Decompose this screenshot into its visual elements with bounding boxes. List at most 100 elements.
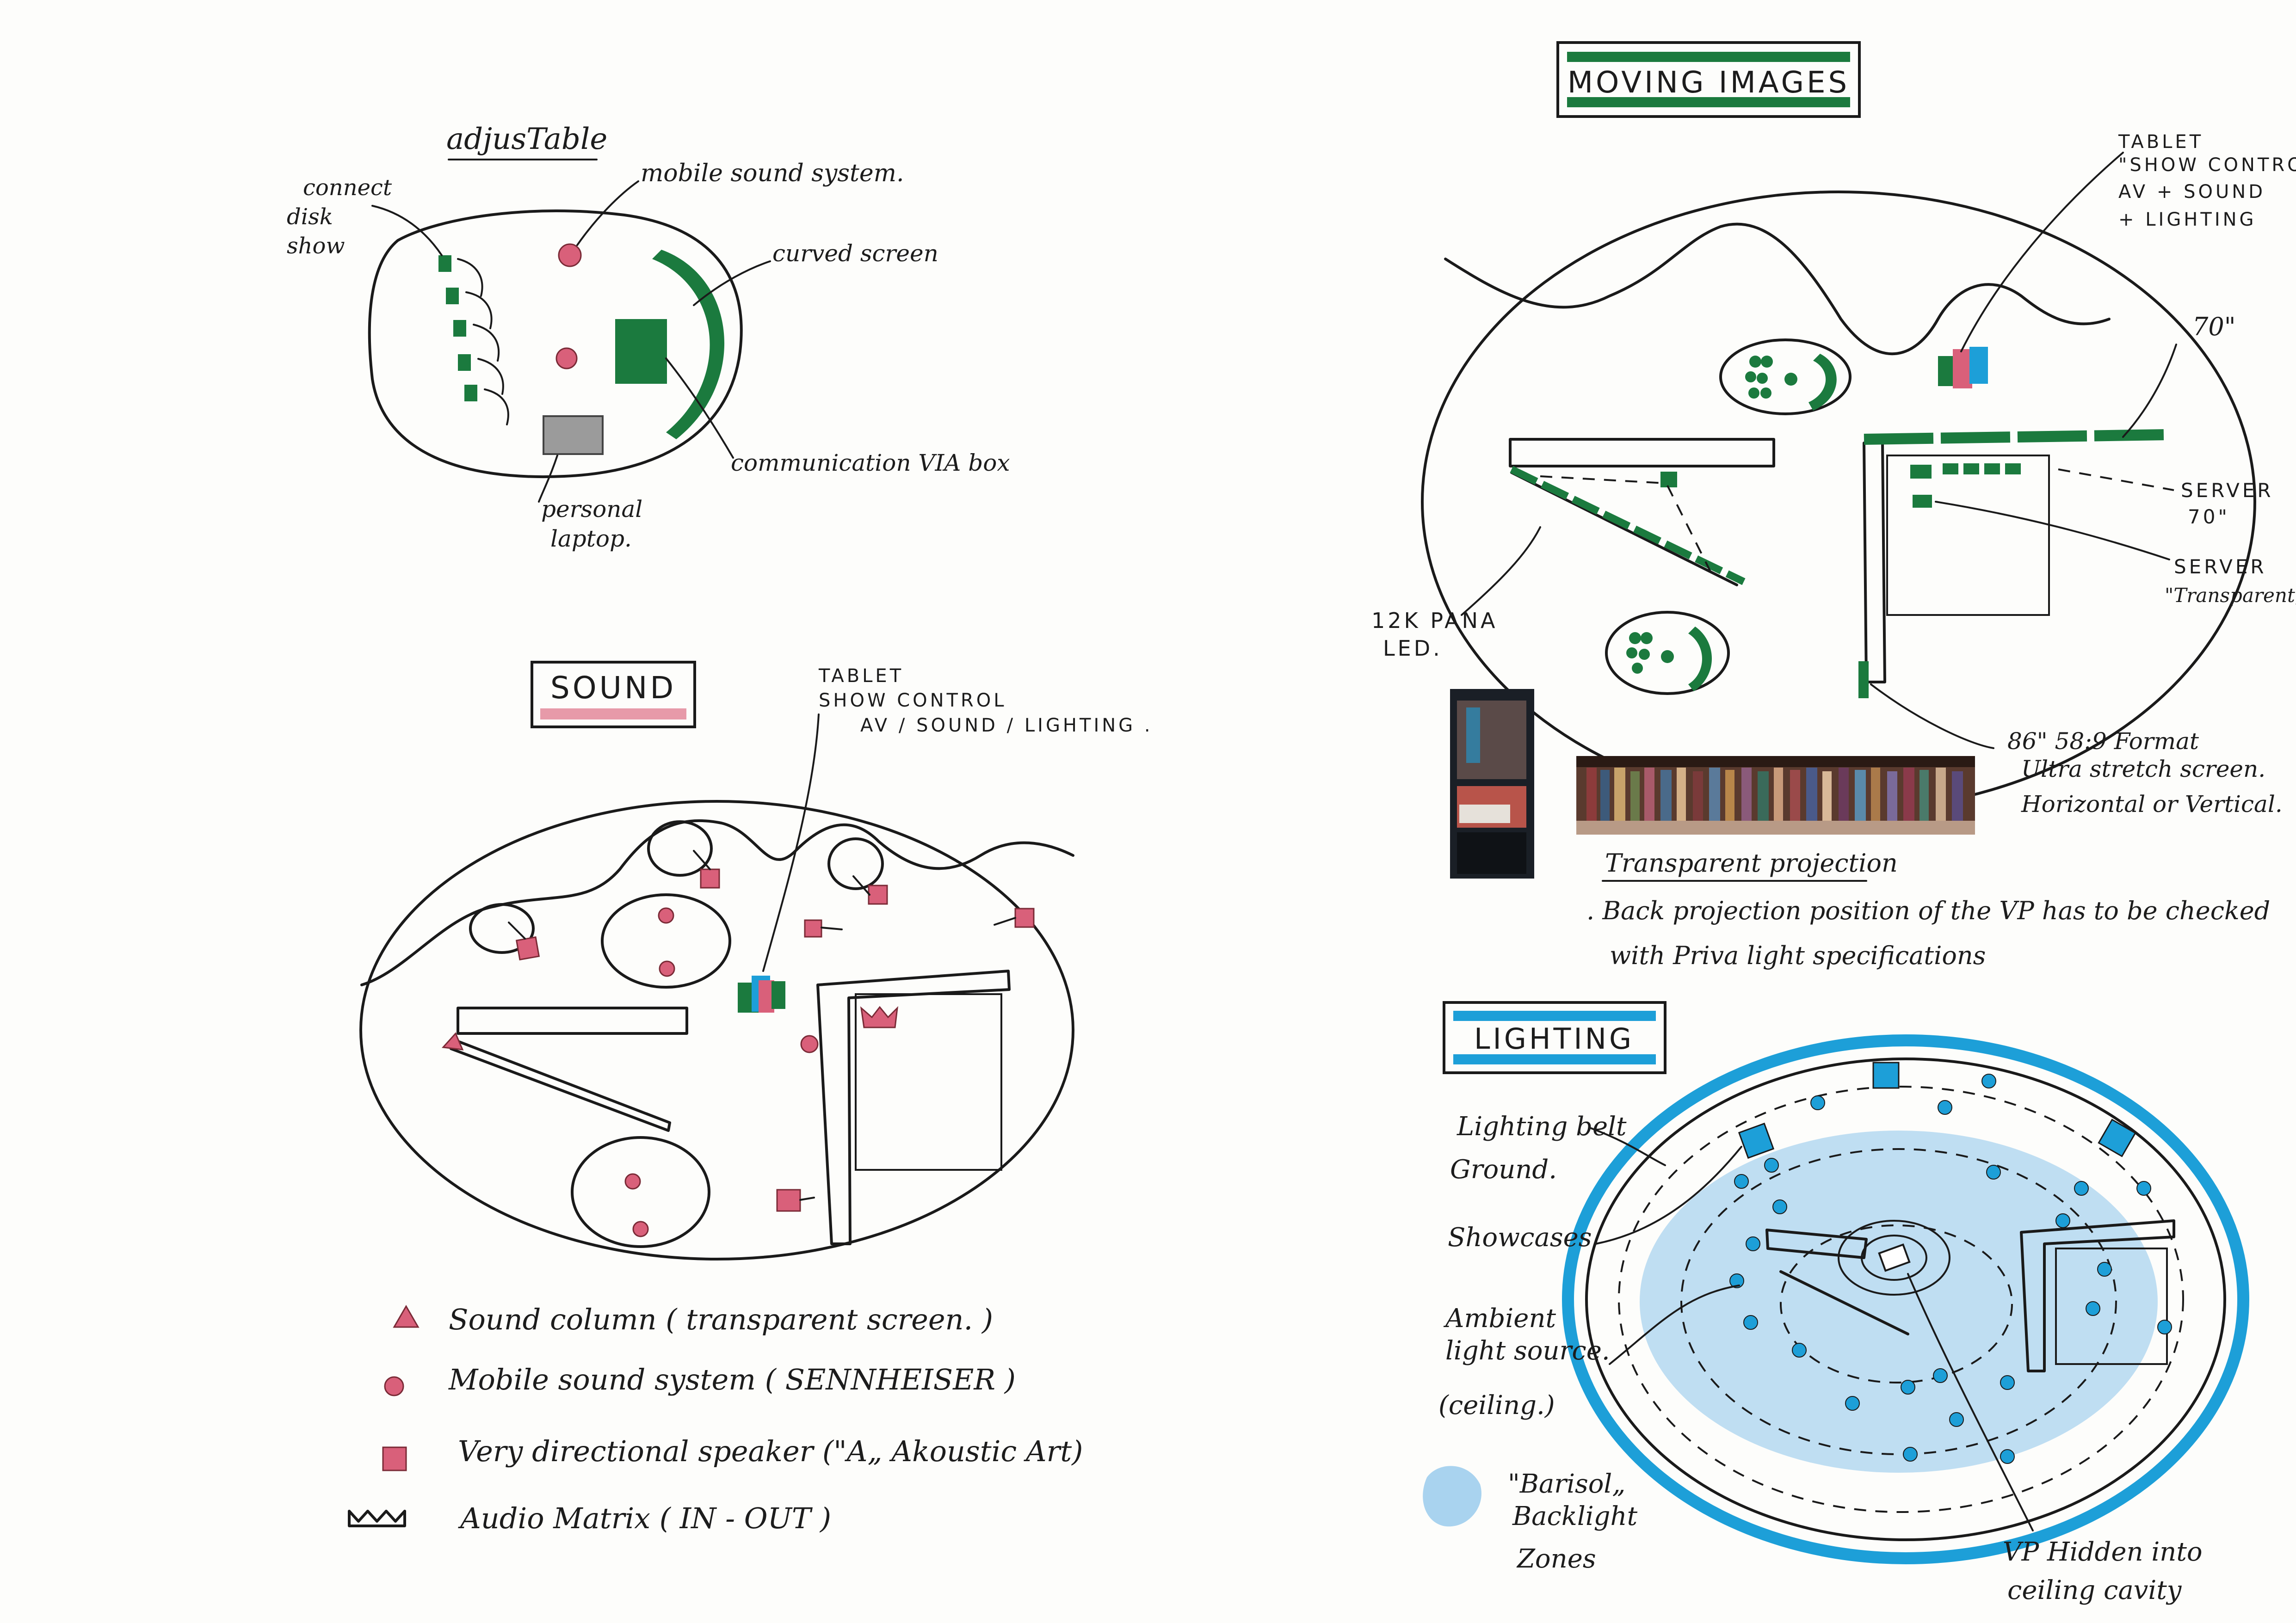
device-a2 xyxy=(1761,356,1773,368)
led-leader xyxy=(1461,526,1541,616)
connect-label-1: connect xyxy=(303,175,392,201)
sound-mobile-point-3 xyxy=(624,1173,641,1190)
book-11 xyxy=(1741,768,1752,821)
light-dot-12 xyxy=(2097,1262,2112,1277)
legend-mobile-sound: Mobile sound system ( SENNHEISER ) xyxy=(448,1363,1016,1396)
sound-title: SOUND xyxy=(550,670,676,706)
book-14 xyxy=(1790,770,1800,821)
light-dot-18 xyxy=(1933,1368,1948,1383)
server-70-main xyxy=(1910,465,1932,479)
sound-inner-room xyxy=(855,993,1002,1171)
book-12 xyxy=(1758,771,1769,821)
stretch-label-1: 86" 58:9 Format xyxy=(2007,728,2199,755)
device-b6 xyxy=(1661,650,1674,663)
light-dot-4 xyxy=(1764,1158,1779,1173)
lighting-section: LIGHTING xyxy=(1423,1001,2249,1605)
lighting-belt-ring xyxy=(1562,1034,2249,1564)
disk-signal-arcs xyxy=(457,258,509,425)
moving-tablet-label-4: + LIGHTING xyxy=(2118,209,2257,230)
book-24 xyxy=(1952,771,1963,821)
disk-device-3 xyxy=(453,320,466,337)
barisol-backlight-zone xyxy=(1640,1131,2158,1473)
moving-tablet-leader xyxy=(1960,152,2124,352)
light-dot-22 xyxy=(1845,1396,1860,1411)
light-dot-10 xyxy=(2055,1213,2070,1228)
ambient-light-dots xyxy=(1729,1074,2172,1464)
moving-tablet-pink xyxy=(1953,349,1972,388)
light-dot-3 xyxy=(1938,1100,1952,1115)
legend-audio-matrix: Audio Matrix ( IN - OUT ) xyxy=(458,1501,831,1535)
sound-tablet-leader xyxy=(762,713,820,972)
leader-connect xyxy=(371,205,443,256)
sound-l-screen xyxy=(816,970,1011,1245)
photo-books-shelf-top xyxy=(1576,756,1975,767)
adjustable-outline xyxy=(368,209,743,479)
moving-showcase-bottom-screen xyxy=(1688,627,1712,691)
book-18 xyxy=(1855,770,1866,821)
lighting-title-bar-top xyxy=(1453,1011,1656,1021)
light-dot-21 xyxy=(1949,1412,1964,1427)
photo-vertical-table xyxy=(1459,805,1510,823)
moving-title-bar-top xyxy=(1567,52,1850,62)
legend-directional-speaker: Very directional speaker ("A„ Akoustic A… xyxy=(458,1434,1083,1468)
moving-showcase-bottom xyxy=(1605,611,1730,695)
sound-tablet-label-3: AV / SOUND / LIGHTING . xyxy=(860,715,1153,736)
mobile-sound-label: mobile sound system. xyxy=(641,160,904,187)
sound-mobile-points xyxy=(624,907,819,1237)
sound-mobile-point-1 xyxy=(658,907,674,924)
moving-title-bar-bottom xyxy=(1567,97,1850,107)
showcase-fixture-left xyxy=(1738,1122,1775,1159)
book-17 xyxy=(1839,768,1849,821)
communication-label: communication VIA box xyxy=(731,449,1010,476)
adjustable-section: adjusTable connect disk show mobile soun… xyxy=(287,122,1010,552)
ambient-label-3: (ceiling.) xyxy=(1438,1390,1555,1420)
lighting-outline xyxy=(1585,1057,2226,1541)
moving-diagonal-led xyxy=(1510,466,1746,585)
book-16 xyxy=(1822,771,1832,821)
laptop-label-2: laptop. xyxy=(550,525,632,552)
moving-tablet-label-2: "SHOW CONTROL„ xyxy=(2118,154,2296,176)
device-a7 xyxy=(1784,373,1797,386)
book-10 xyxy=(1725,770,1734,821)
moving-tablet-cluster xyxy=(1938,347,1988,388)
book-21 xyxy=(1903,768,1914,821)
ambient-label-1: Ambient xyxy=(1443,1303,1556,1334)
server70-label-1: SERVER xyxy=(2181,479,2274,502)
leader-laptop xyxy=(538,455,558,503)
connect-label-3: show xyxy=(287,233,345,259)
book-7 xyxy=(1677,768,1686,821)
server-70-b xyxy=(1963,463,1979,474)
device-b5 xyxy=(1632,663,1643,674)
vp-projector xyxy=(1878,1243,1911,1272)
speaker-direction-arrows xyxy=(508,850,1016,1201)
legend-sound-column: Sound column ( transparent screen. ) xyxy=(449,1303,993,1336)
photo-books-shelf-bottom xyxy=(1576,821,1975,835)
moving-showcase-top-devices xyxy=(1745,356,1797,399)
stretch-label-3: Horizontal or Vertical. xyxy=(2021,791,2283,818)
curved-screen-label: curved screen xyxy=(772,240,938,267)
personal-laptop xyxy=(543,415,604,455)
light-dot-1 xyxy=(1981,1074,1996,1088)
sound-showcase-3 xyxy=(827,837,884,890)
sound-wall-curve xyxy=(360,819,1074,986)
seventy-label: 70" xyxy=(2192,312,2236,341)
barisol-label-1: "Barisol„ xyxy=(1508,1469,1625,1499)
transparent-note-2: with Priva light specifications xyxy=(1610,941,1986,970)
device-a5 xyxy=(1748,387,1759,399)
device-a4 xyxy=(1757,373,1768,384)
book-6 xyxy=(1660,770,1672,821)
server-transparent xyxy=(1913,495,1932,508)
moving-showcase-top xyxy=(1719,338,1852,415)
sound-tablet-label-2: SHOW CONTROL xyxy=(819,690,1007,711)
speaker-2 xyxy=(700,868,720,889)
light-dot-6 xyxy=(1734,1174,1749,1189)
lighting-diagonal xyxy=(1779,1270,1909,1335)
lighting-title-bar-bottom xyxy=(1453,1054,1656,1064)
servertr-label-1: SERVER xyxy=(2174,555,2267,578)
light-dot-11 xyxy=(1746,1236,1760,1251)
server-70-d xyxy=(2005,463,2021,474)
light-dot-8 xyxy=(2136,1181,2151,1196)
sound-showcase-2 xyxy=(647,820,713,877)
book-15 xyxy=(1806,768,1817,821)
